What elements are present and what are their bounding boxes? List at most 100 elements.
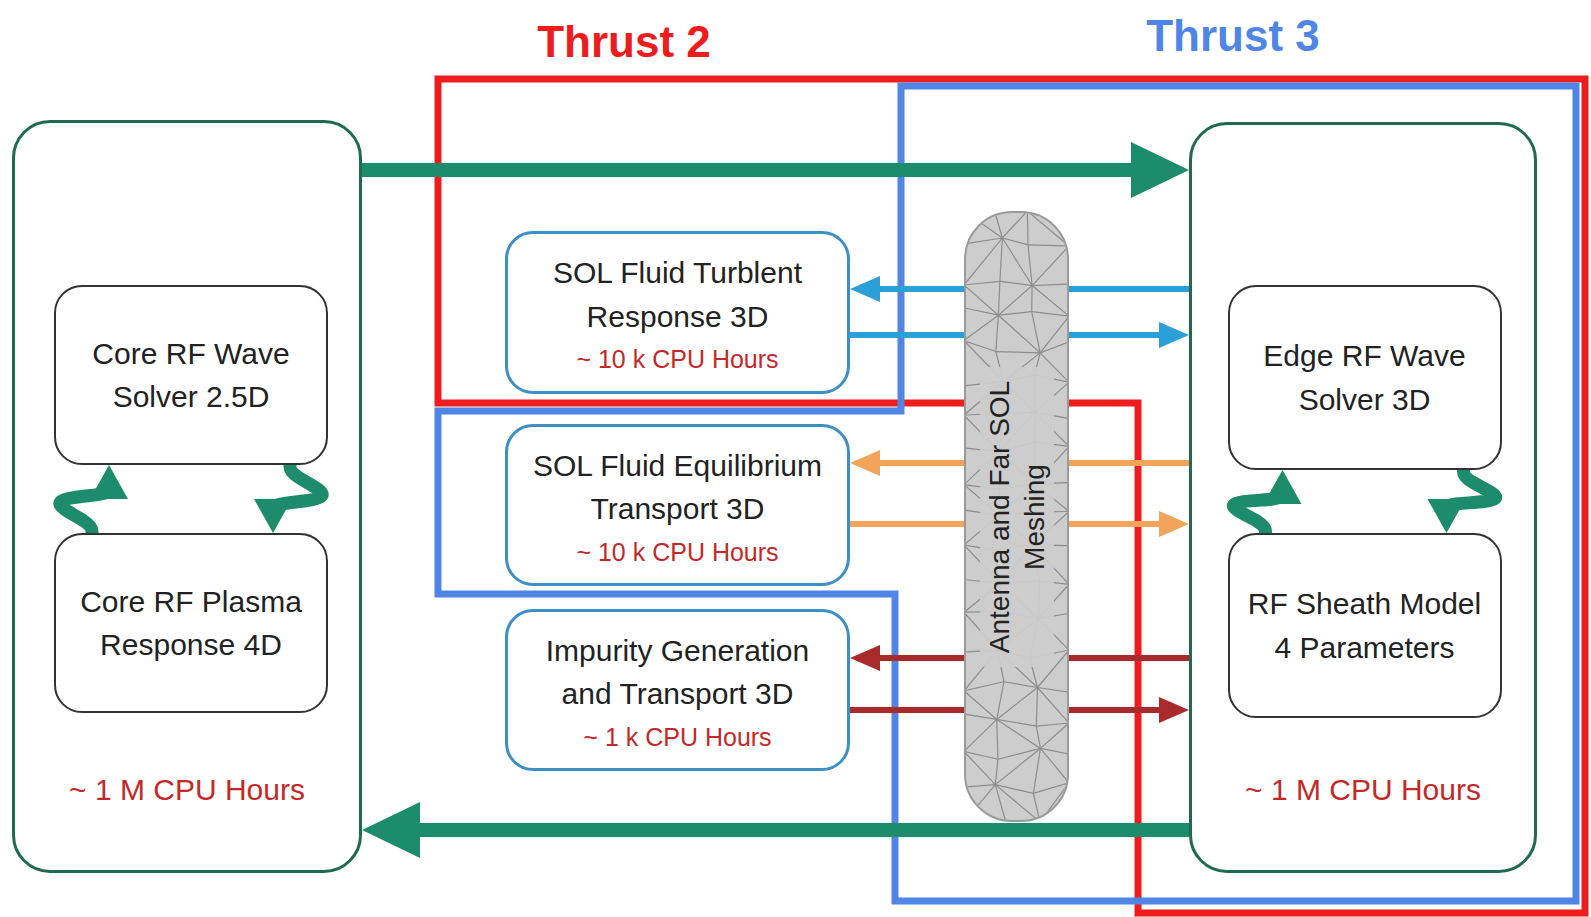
mesh-line — [998, 312, 1031, 316]
mesh-line — [1036, 726, 1040, 748]
mesh-line — [964, 238, 1002, 244]
mesh-line — [1032, 246, 1069, 286]
mesh-line — [1068, 723, 1069, 754]
mesh-line — [1040, 821, 1069, 822]
cost-label: ~ 10 k CPU Hours — [576, 537, 778, 567]
mesh-line — [1068, 382, 1069, 418]
mesh-line — [1002, 211, 1027, 238]
cycle-arrow — [273, 465, 322, 509]
mesh-line — [995, 785, 1005, 822]
mesh-line — [964, 238, 1002, 285]
mesh-line — [1033, 793, 1040, 822]
mesh-line — [1040, 723, 1069, 748]
box-label: SOL Fluid Equilibrium Transport 3D — [522, 444, 834, 531]
mesh-line — [964, 244, 965, 285]
box-label: Edge RF Wave Solver 3D — [1245, 334, 1485, 421]
mesh-line — [1068, 418, 1069, 446]
mesh-line — [964, 751, 995, 784]
mesh-line — [964, 386, 965, 415]
mesh-line — [1000, 238, 1002, 281]
mesh-line — [1068, 246, 1069, 284]
box-label: Impurity Generation and Transport 3D — [522, 629, 834, 716]
mesh-line — [964, 682, 1004, 691]
cost-label: ~ 1 M CPU Hours — [1192, 772, 1534, 808]
process-box: Impurity Generation and Transport 3D~ 1 … — [505, 609, 850, 771]
mesh-line — [1068, 342, 1069, 382]
mesh-line — [1006, 821, 1040, 822]
mesh-line — [964, 285, 998, 315]
module-box: ~ 1 M CPU Hours Edge RF Wave Solver 3D RF … — [1189, 122, 1537, 873]
cycle-arrow — [60, 489, 109, 533]
process-box: Core RF Wave Solver 2.5D — [54, 285, 328, 465]
mesh-line — [964, 308, 998, 315]
mesh-line — [995, 748, 1040, 784]
thrust-heading: Thrust 2 — [537, 17, 711, 67]
mesh-line — [1032, 312, 1040, 353]
mesh-line — [1027, 211, 1069, 212]
mesh-line — [964, 785, 995, 822]
cycle-arrow — [1447, 470, 1496, 509]
process-box: Edge RF Wave Solver 3D — [1228, 285, 1502, 470]
mesh-line — [1068, 584, 1069, 613]
process-box: Core RF Plasma Response 4D — [54, 533, 328, 713]
mesh-line — [1032, 312, 1069, 317]
mesh-line — [997, 719, 998, 759]
mesh-line — [964, 281, 1000, 285]
mesh-line — [1068, 284, 1069, 316]
mesh-line — [964, 448, 965, 485]
mesh-line — [964, 485, 965, 511]
mesh-line — [995, 759, 998, 784]
mesh-line — [1068, 316, 1069, 342]
flow-arrow — [362, 163, 1148, 177]
mesh-line — [996, 315, 999, 351]
mesh-line — [964, 211, 965, 244]
mesh-line — [964, 787, 965, 822]
mesh-line — [996, 352, 1040, 353]
module-box: ~ 1 M CPU Hours Core RF Wave Solver 2.5D C… — [12, 120, 362, 873]
mesh-line — [1037, 687, 1069, 723]
mesh-line — [964, 691, 965, 714]
mesh-line — [1032, 286, 1069, 317]
process-box: SOL Fluid Turblent Response 3D~ 10 k CPU… — [505, 231, 850, 394]
mesh-line — [964, 341, 965, 386]
band-label: Antenna and Far SOL Meshing — [980, 367, 1054, 667]
mesh-line — [1068, 613, 1069, 650]
mesh-line — [997, 719, 1041, 748]
thrust-outline — [438, 79, 1585, 913]
mesh-line — [1040, 783, 1069, 822]
thrust-heading: Thrust 3 — [1146, 11, 1320, 61]
mesh-line — [1002, 238, 1032, 286]
mesh-line — [964, 714, 965, 751]
mesh-line — [1028, 245, 1069, 246]
mesh-line — [964, 714, 997, 719]
mesh-line — [1068, 483, 1069, 512]
mesh-line — [1068, 546, 1069, 585]
mesh-line — [997, 687, 1038, 719]
mesh-line — [1032, 284, 1069, 285]
mesh-line — [964, 580, 965, 613]
thrust-outline — [438, 86, 1576, 901]
box-label: RF Sheath Model 4 Parameters — [1245, 582, 1485, 669]
cost-label: ~ 1 M CPU Hours — [15, 772, 359, 808]
cost-label: ~ 10 k CPU Hours — [576, 344, 778, 374]
mesh-line — [1033, 748, 1040, 793]
mesh-line — [1000, 281, 1032, 285]
mesh-line — [1068, 783, 1069, 822]
mesh-line — [1028, 245, 1032, 286]
mesh-line — [1068, 446, 1069, 482]
mesh-line — [964, 751, 965, 787]
mesh-line — [1068, 511, 1069, 545]
mesh-line — [1036, 687, 1037, 726]
mesh-line — [964, 308, 965, 341]
mesh-line — [1033, 783, 1069, 794]
box-label: Core RF Wave Solver 2.5D — [71, 332, 311, 419]
mesh-line — [1040, 748, 1069, 782]
flow-arrow — [403, 823, 1189, 837]
mesh-line — [964, 211, 995, 212]
mesh-line — [964, 751, 998, 759]
mesh-line — [1004, 682, 1038, 688]
mesh-line — [964, 510, 965, 545]
mesh-line — [964, 545, 965, 579]
mesh-line — [1068, 692, 1069, 723]
